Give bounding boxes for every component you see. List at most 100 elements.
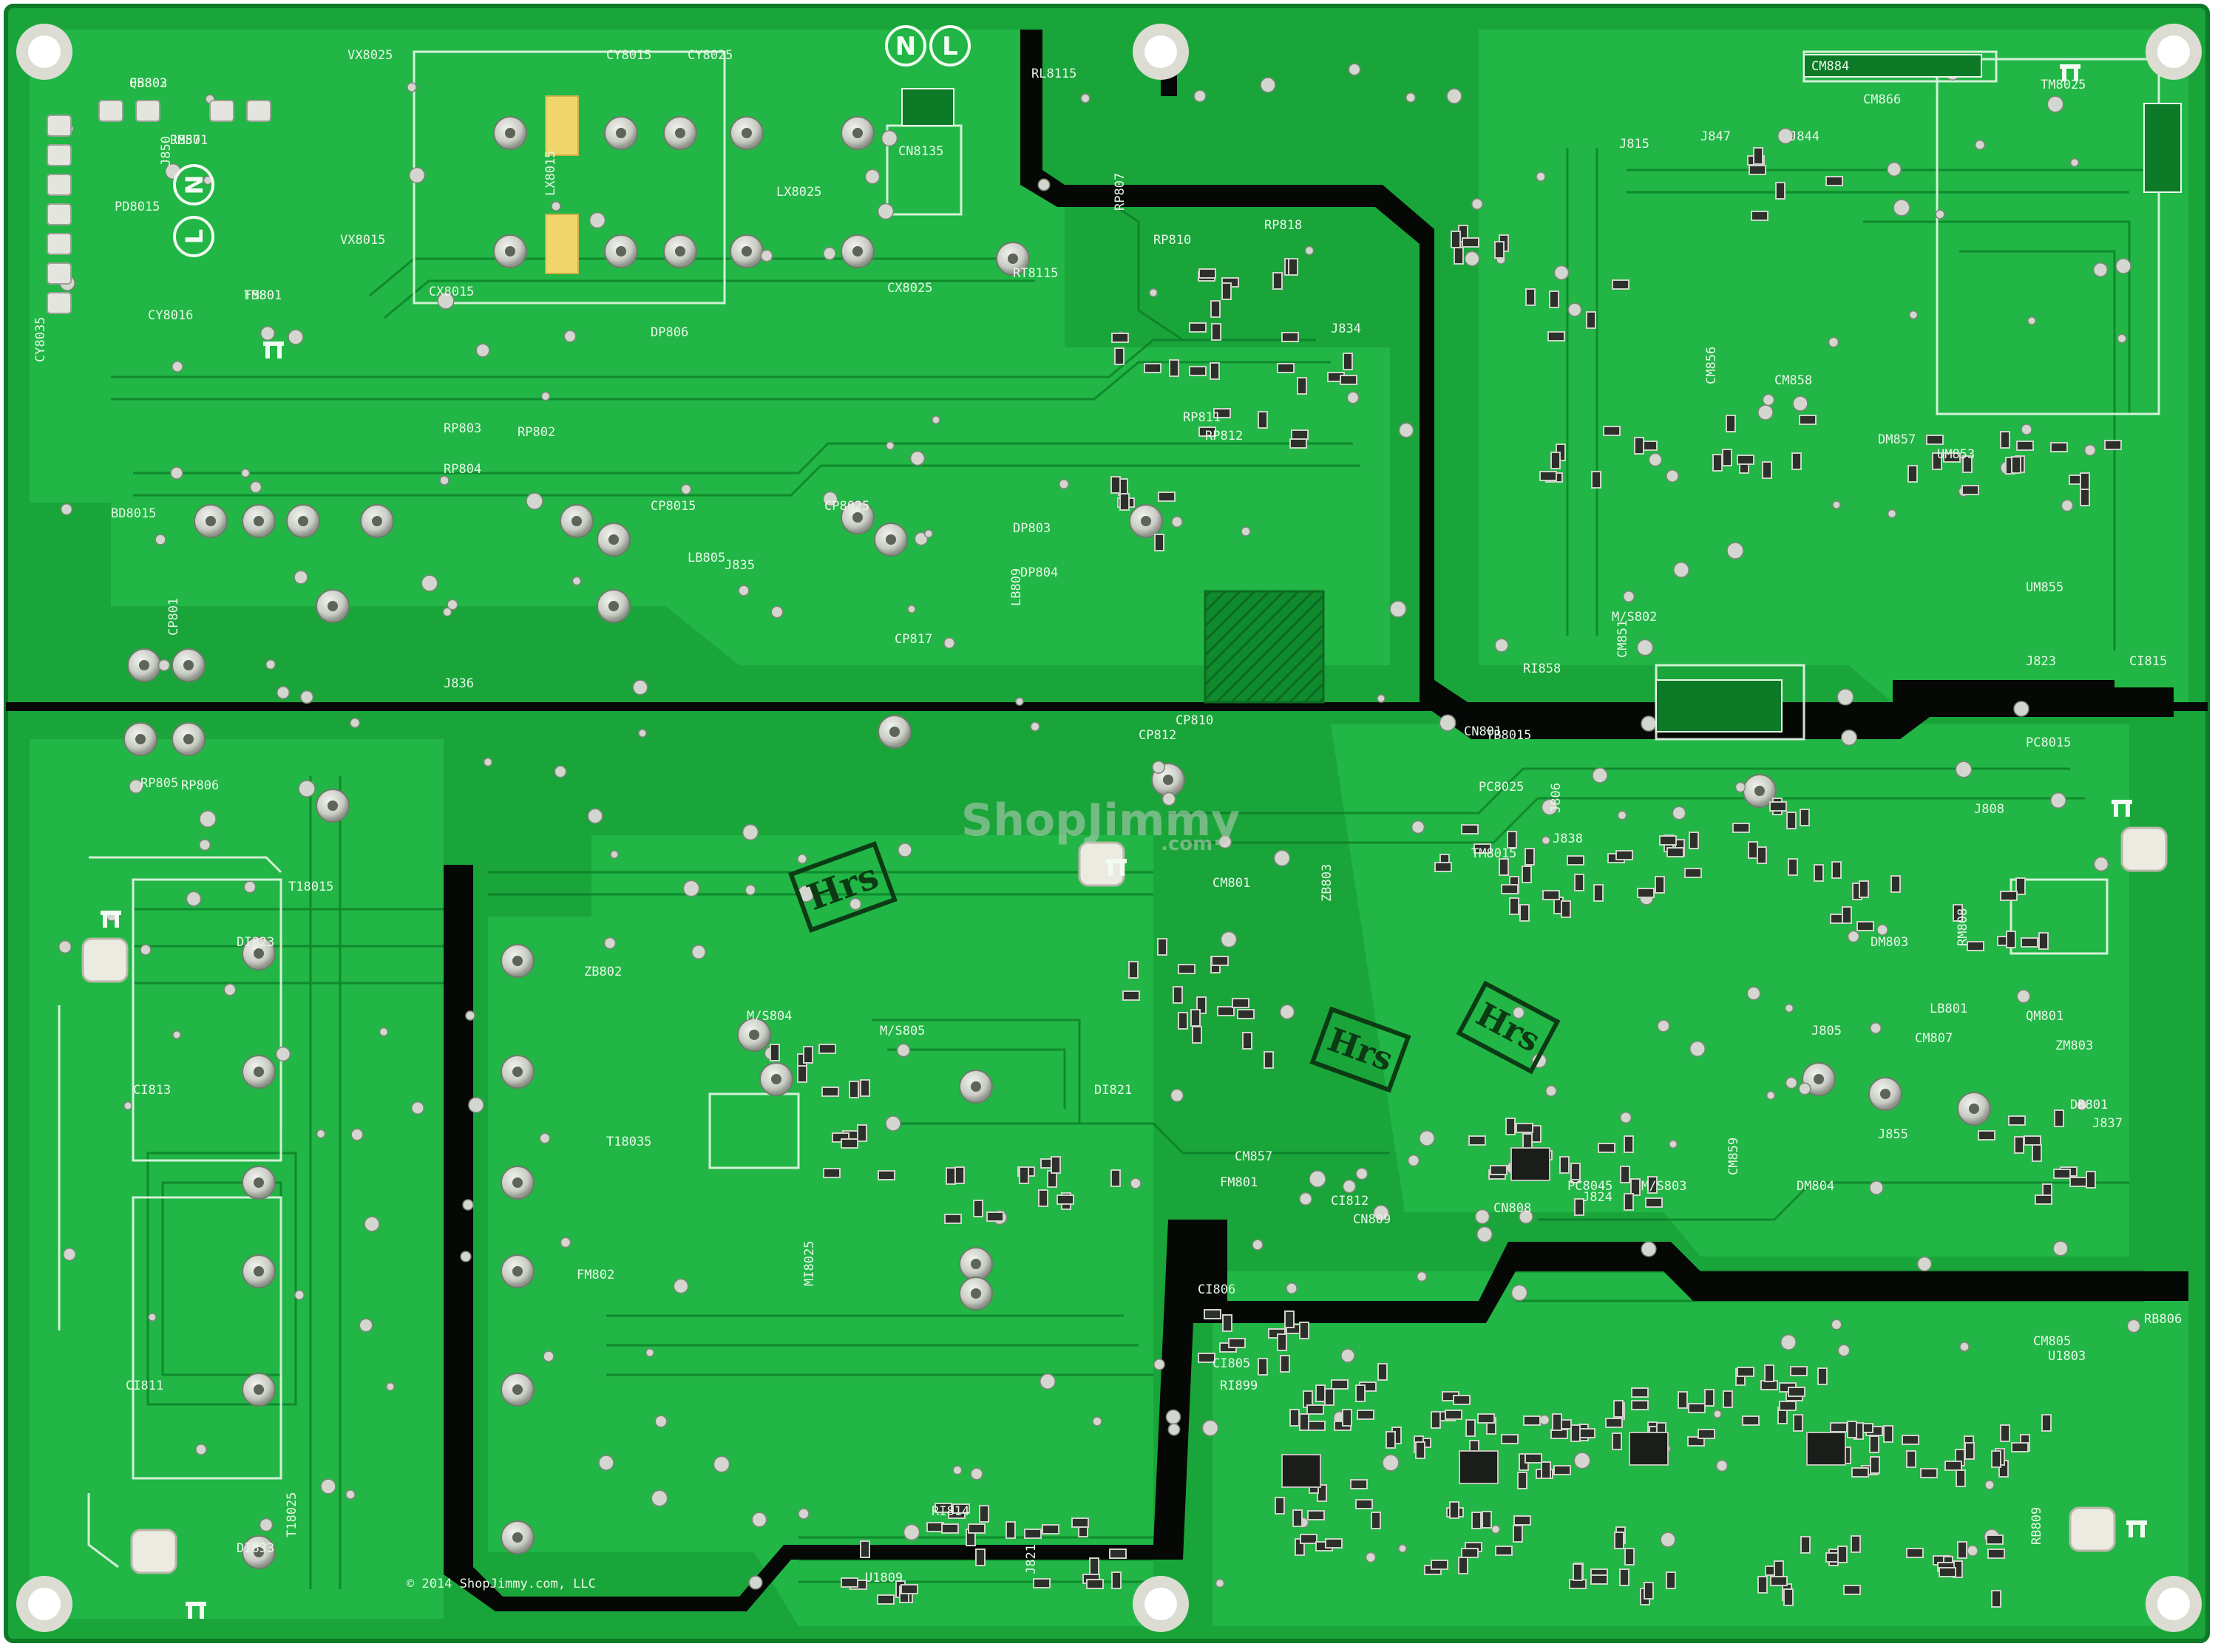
- designator-label: CM856: [1704, 347, 1719, 384]
- via-pad: [2061, 499, 2074, 512]
- smd-part: [1431, 1560, 1448, 1570]
- ground-symbol-icon: [2112, 800, 2132, 817]
- designator-label: M/S803: [1641, 1179, 1686, 1194]
- svg-text:L: L: [942, 32, 958, 61]
- smd-part: [1477, 1413, 1495, 1424]
- solder-pad: [996, 242, 1030, 276]
- smd-part: [2086, 1171, 2096, 1189]
- smd-part: [878, 1170, 895, 1180]
- smd-part: [1769, 801, 1787, 812]
- smd-part: [1482, 1511, 1492, 1529]
- via-pad: [1398, 422, 1414, 438]
- smd-part: [1122, 990, 1140, 1001]
- smd-part: [1513, 1525, 1523, 1543]
- smd-part: [1573, 1563, 1583, 1581]
- smd-part: [1962, 455, 1973, 473]
- designator-label: M/S802: [1612, 610, 1657, 625]
- via-pad: [421, 574, 438, 592]
- solder-pad: [194, 504, 228, 538]
- solder-pad: [286, 504, 320, 538]
- via-pad: [885, 1115, 901, 1132]
- mounting-hole-icon: [2146, 1576, 2202, 1632]
- smd-part: [1978, 1130, 1995, 1141]
- solder-pad: [1957, 1092, 1991, 1126]
- smd-part: [1666, 847, 1684, 857]
- solder-pad: [501, 1254, 535, 1288]
- smd-part: [1325, 1538, 1343, 1549]
- via-pad: [359, 1318, 373, 1333]
- via-pad: [691, 945, 706, 959]
- smd-part: [1991, 1590, 2001, 1608]
- smd-part: [1522, 866, 1532, 883]
- inspection-stamp: Hrs: [1309, 1006, 1411, 1093]
- smd-part: [1987, 1549, 2005, 1559]
- svg-text:N: N: [180, 175, 208, 195]
- smd-part: [2024, 1135, 2041, 1146]
- smd-part: [1957, 1541, 1967, 1559]
- smd-part: [1570, 1424, 1581, 1442]
- smd-part: [1513, 1515, 1531, 1526]
- smd-part: [979, 1505, 989, 1523]
- via-pad: [1847, 930, 1860, 943]
- designator-label: CP8015: [651, 499, 696, 514]
- smd-part: [1005, 1521, 1016, 1539]
- shopjimmy-watermark: ShopJimmy .com: [961, 795, 1240, 855]
- solder-pad: [316, 789, 350, 823]
- via-pad: [713, 1455, 730, 1473]
- via-pad: [198, 838, 211, 852]
- solder-pad: [841, 500, 875, 534]
- via-pad: [1869, 1180, 1884, 1195]
- via-pad: [288, 329, 304, 345]
- designator-label: J806: [1549, 783, 1564, 813]
- smd-part: [1331, 1379, 1349, 1390]
- via-pad: [877, 203, 895, 220]
- smd-part: [2006, 931, 2016, 948]
- via-pad: [1669, 1140, 1678, 1149]
- designator-label: CN801: [1464, 724, 1502, 739]
- designator-label: VX8025: [347, 48, 393, 63]
- standoff-center: [1078, 841, 1125, 887]
- via-pad: [1365, 1551, 1377, 1563]
- solder-pad: [604, 234, 638, 268]
- fuse-pad: [545, 214, 579, 274]
- smd-part: [770, 1044, 780, 1061]
- via-pad: [465, 1010, 475, 1021]
- smd-part: [1762, 461, 1772, 479]
- via-pad: [442, 607, 452, 617]
- smd-part: [1222, 1314, 1232, 1332]
- via-pad: [907, 605, 916, 613]
- rectifier-pad: [47, 262, 72, 285]
- smd-part: [1786, 812, 1797, 829]
- fuse-pad: [545, 95, 579, 156]
- solder-pad: [841, 234, 875, 268]
- via-pad: [468, 1097, 484, 1113]
- designator-label: RP802: [518, 425, 555, 440]
- designator-label: CY8035: [33, 317, 48, 362]
- designator-label: RB806: [2144, 1312, 2182, 1327]
- solder-pad: [959, 1277, 993, 1311]
- smd-part: [1991, 1450, 2001, 1468]
- via-pad: [1734, 781, 1746, 793]
- solder-pad: [493, 116, 527, 150]
- designator-label: RI858: [1523, 662, 1561, 676]
- smd-part: [1837, 1546, 1848, 1563]
- designator-label: J837: [2092, 1116, 2123, 1131]
- via-pad: [1541, 835, 1551, 846]
- solder-pad: [959, 1247, 993, 1281]
- smd-part: [1517, 1472, 1527, 1489]
- designator-label: CI805: [1213, 1356, 1250, 1371]
- via-pad: [195, 1444, 207, 1455]
- via-pad: [543, 1350, 554, 1362]
- via-pad: [140, 944, 152, 956]
- smd-part: [1299, 1322, 1309, 1339]
- designator-label: RP811: [1183, 410, 1221, 425]
- designator-label: CY8025: [688, 48, 733, 63]
- designator-label: J824: [1582, 1190, 1612, 1205]
- smd-part: [1631, 1400, 1649, 1410]
- smd-part: [1451, 231, 1461, 248]
- smd-part: [2000, 431, 2010, 449]
- via-pad: [260, 325, 276, 341]
- designator-label: RP803: [444, 421, 481, 436]
- smd-part: [1525, 848, 1535, 866]
- designator-label: T18035: [606, 1135, 651, 1149]
